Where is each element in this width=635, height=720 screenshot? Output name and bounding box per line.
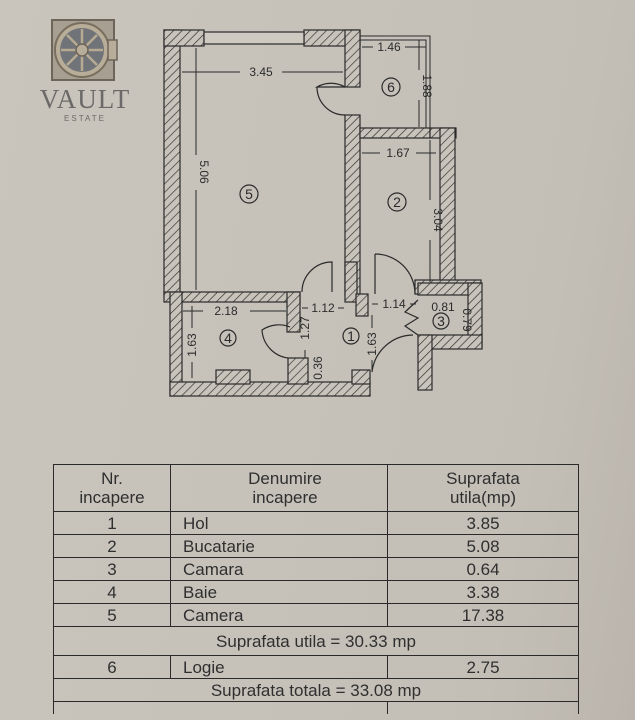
dim-hall-right: 1.14 (382, 297, 406, 311)
dim-room6-width: 1.46 (377, 40, 401, 54)
logo-brand: VAULT (39, 84, 131, 114)
vault-door-icon (51, 19, 118, 81)
cell-nr: 5 (53, 603, 171, 627)
dim-room2-width: 1.67 (386, 146, 410, 160)
dim-room2-height: 3.04 (431, 208, 445, 232)
cell-name: Camera (170, 603, 388, 627)
table-row-empty (53, 701, 579, 714)
table-row: 4 Baie 3.38 (53, 580, 579, 604)
dim-room3-height: 0.79 (460, 308, 474, 332)
grand-total-row: Suprafata totala = 33.08 mp (53, 678, 579, 702)
dim-hall-door-bottom: 0.36 (311, 356, 325, 380)
dim-hall-left: 1.12 (311, 301, 335, 315)
cell-name: Camara (170, 557, 388, 581)
cell-area: 0.64 (387, 557, 579, 581)
room-markers (219, 77, 450, 347)
cell-area: 5.08 (387, 534, 579, 558)
empty-cell (53, 701, 388, 714)
room-label-3: 3 (437, 313, 445, 329)
dim-room4-width: 2.18 (214, 304, 238, 318)
cell-area: 3.85 (387, 511, 579, 535)
grand-total: Suprafata totala = 33.08 mp (53, 678, 579, 702)
vault-estate-logo: VAULT ESTATE (30, 18, 140, 148)
cell-area: 17.38 (387, 603, 579, 627)
door-swings (261, 82, 420, 373)
cell-name: Hol (170, 511, 388, 535)
cell-area: 2.75 (387, 655, 579, 679)
cell-nr: 1 (53, 511, 171, 535)
room-label-2: 2 (393, 194, 401, 210)
logo-subtitle: ESTATE (64, 114, 106, 123)
dim-hall-door-top: 1.27 (298, 316, 312, 340)
cell-nr: 6 (53, 655, 171, 679)
dimension-lines (182, 40, 436, 378)
header-area: Suprafata utila(mp) (387, 464, 579, 512)
empty-cell (387, 701, 579, 714)
table-row: 3 Camara 0.64 (53, 557, 579, 581)
cell-area: 3.38 (387, 580, 579, 604)
room-areas-table: Nr. incapere Denumire incapere Suprafata… (53, 464, 579, 714)
dim-room3-width: 0.81 (431, 300, 455, 314)
table-row: 5 Camera 17.38 (53, 603, 579, 627)
cell-name: Baie (170, 580, 388, 604)
useful-area-total-row: Suprafata utila = 30.33 mp (53, 626, 579, 656)
logia-railing (360, 35, 431, 128)
room-label-1: 1 (347, 328, 355, 344)
cell-nr: 3 (53, 557, 171, 581)
cell-nr: 4 (53, 580, 171, 604)
floor-plan: 3.45 5.06 1.46 1.88 1.67 3.04 2.18 1.63 … (163, 29, 483, 397)
table-row: 1 Hol 3.85 (53, 511, 579, 535)
room-label-4: 4 (224, 330, 232, 346)
dim-room5-width: 3.45 (249, 65, 273, 79)
header-name: Denumire incapere (170, 464, 388, 512)
walls (163, 29, 483, 397)
cell-name: Logie (170, 655, 388, 679)
dim-room6-height: 1.88 (420, 74, 434, 98)
useful-area-total: Suprafata utila = 30.33 mp (53, 626, 579, 656)
dim-room5-height: 5.06 (197, 160, 211, 184)
room-label-5: 5 (245, 186, 253, 202)
cell-nr: 2 (53, 534, 171, 558)
table-row: 6 Logie 2.75 (53, 655, 579, 679)
table-row: 2 Bucatarie 5.08 (53, 534, 579, 558)
dim-hall-height: 1.63 (365, 332, 379, 356)
header-nr: Nr. incapere (53, 464, 171, 512)
table-header: Nr. incapere Denumire incapere Suprafata… (53, 464, 579, 512)
dim-room4-height: 1.63 (185, 333, 199, 357)
room-label-6: 6 (387, 79, 395, 95)
cell-name: Bucatarie (170, 534, 388, 558)
